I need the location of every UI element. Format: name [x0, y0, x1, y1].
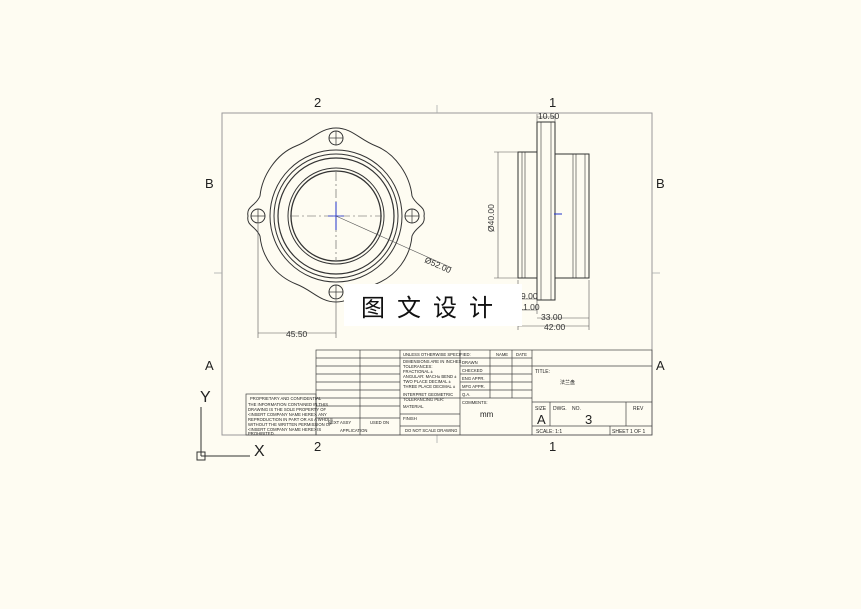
dim-42: 42.00: [544, 322, 566, 332]
tb-name: NAME: [496, 352, 508, 357]
dim-body-diameter: Ø40.00: [486, 204, 496, 232]
title-block: [245, 349, 653, 436]
tb-unless: UNLESS OTHERWISE SPECIFIED:: [403, 352, 471, 357]
tb-mfg-appr: MFG APPR.: [462, 384, 485, 389]
tb-next-assy: NEXT ASSY: [328, 420, 351, 425]
dim-hole-offset: 45.50: [286, 329, 308, 339]
tb-prop-line-2: DRAWING IS THE SOLE PROPERTY OF: [248, 407, 326, 412]
tb-prop-line-4: REPRODUCTION IN PART OR AS A WHOLE: [248, 417, 333, 422]
tb-rev-label: REV: [633, 406, 644, 412]
dim-bolt-circle: Ø52.00: [423, 255, 453, 276]
tb-tolerancing: TOLERANCING PER:: [403, 397, 444, 402]
tb-no-scale: DO NOT SCALE DRAWING: [405, 428, 457, 433]
tb-no-label: NO.: [572, 406, 581, 412]
dim-9: 9.00: [521, 291, 538, 301]
tb-angular: ANGULAR: MACH± BEND ±: [403, 374, 457, 379]
tb-proprietary: PROPRIETARY AND CONFIDENTIAL: [250, 396, 322, 401]
tb-used-on: USED ON: [370, 420, 389, 425]
tb-title-value: 法兰盘: [560, 379, 575, 386]
tb-sheet: SHEET 1 OF 1: [612, 429, 645, 435]
tb-eng-appr: ENG APPR.: [462, 376, 485, 381]
tb-dims-inches: DIMENSIONS ARE IN INCHES: [403, 359, 462, 364]
tb-interpret: INTERPRET GEOMETRIC: [403, 392, 453, 397]
tb-prop-line-1: THE INFORMATION CONTAINED IN THIS: [248, 402, 328, 407]
tb-application: APPLICATION: [340, 428, 367, 433]
tb-prop-line-6: <INSERT COMPANY NAME HERE> IS: [248, 427, 321, 432]
dim-11: 11.00: [519, 302, 540, 312]
tb-fractional: FRACTIONAL ±: [403, 369, 434, 374]
dim-33: 33.00: [541, 312, 563, 322]
zone-ticks: [214, 105, 660, 443]
zone-right-b: B: [656, 176, 665, 191]
tb-prop-line-5: WITHOUT THE WRITTEN PERMISSION OF: [248, 422, 332, 427]
zone-top-2: 2: [314, 95, 321, 110]
zone-right-a: A: [656, 358, 665, 373]
tb-scale: SCALE: 1:1: [536, 429, 562, 435]
zone-bottom-2: 2: [314, 439, 321, 454]
tb-qa: Q.A.: [462, 392, 470, 397]
tb-dwg-label: DWG.: [553, 406, 567, 412]
watermark: 图文设计: [344, 284, 522, 326]
tb-size-label: SIZE: [535, 406, 547, 412]
tb-size-value: A: [537, 412, 546, 427]
tb-prop-line-7: PROHIBITED.: [248, 431, 275, 436]
tb-dwg-no: 3: [585, 412, 592, 427]
ucs-icon: [196, 407, 250, 461]
tb-tolerances: TOLERANCES:: [403, 364, 432, 369]
zone-left-b: B: [205, 176, 214, 191]
ucs-y-label: Y: [200, 389, 211, 406]
ucs-x-label: X: [254, 443, 265, 460]
tb-two-place: TWO PLACE DECIMAL ±: [403, 379, 451, 384]
dim-flange-thickness: 10.50: [538, 111, 560, 121]
tb-material: MATERIAL: [403, 404, 424, 409]
zone-top-1: 1: [549, 95, 556, 110]
zone-left-a: A: [205, 358, 214, 373]
tb-title-label: TITLE:: [535, 369, 550, 375]
tb-checked: CHECKED: [462, 368, 482, 373]
tb-prop-line-3: <INSERT COMPANY NAME HERE>. ANY: [248, 412, 327, 417]
zone-bottom-1: 1: [549, 439, 556, 454]
tb-drawn: DRAWN: [462, 360, 478, 365]
tb-units: mm: [480, 410, 494, 419]
tb-comments: COMMENTS:: [462, 400, 488, 405]
tb-date: DATE: [516, 352, 527, 357]
front-view: [247, 127, 453, 338]
tb-finish: FINISH: [403, 416, 417, 421]
tb-three-place: THREE PLACE DECIMAL ±: [403, 384, 456, 389]
